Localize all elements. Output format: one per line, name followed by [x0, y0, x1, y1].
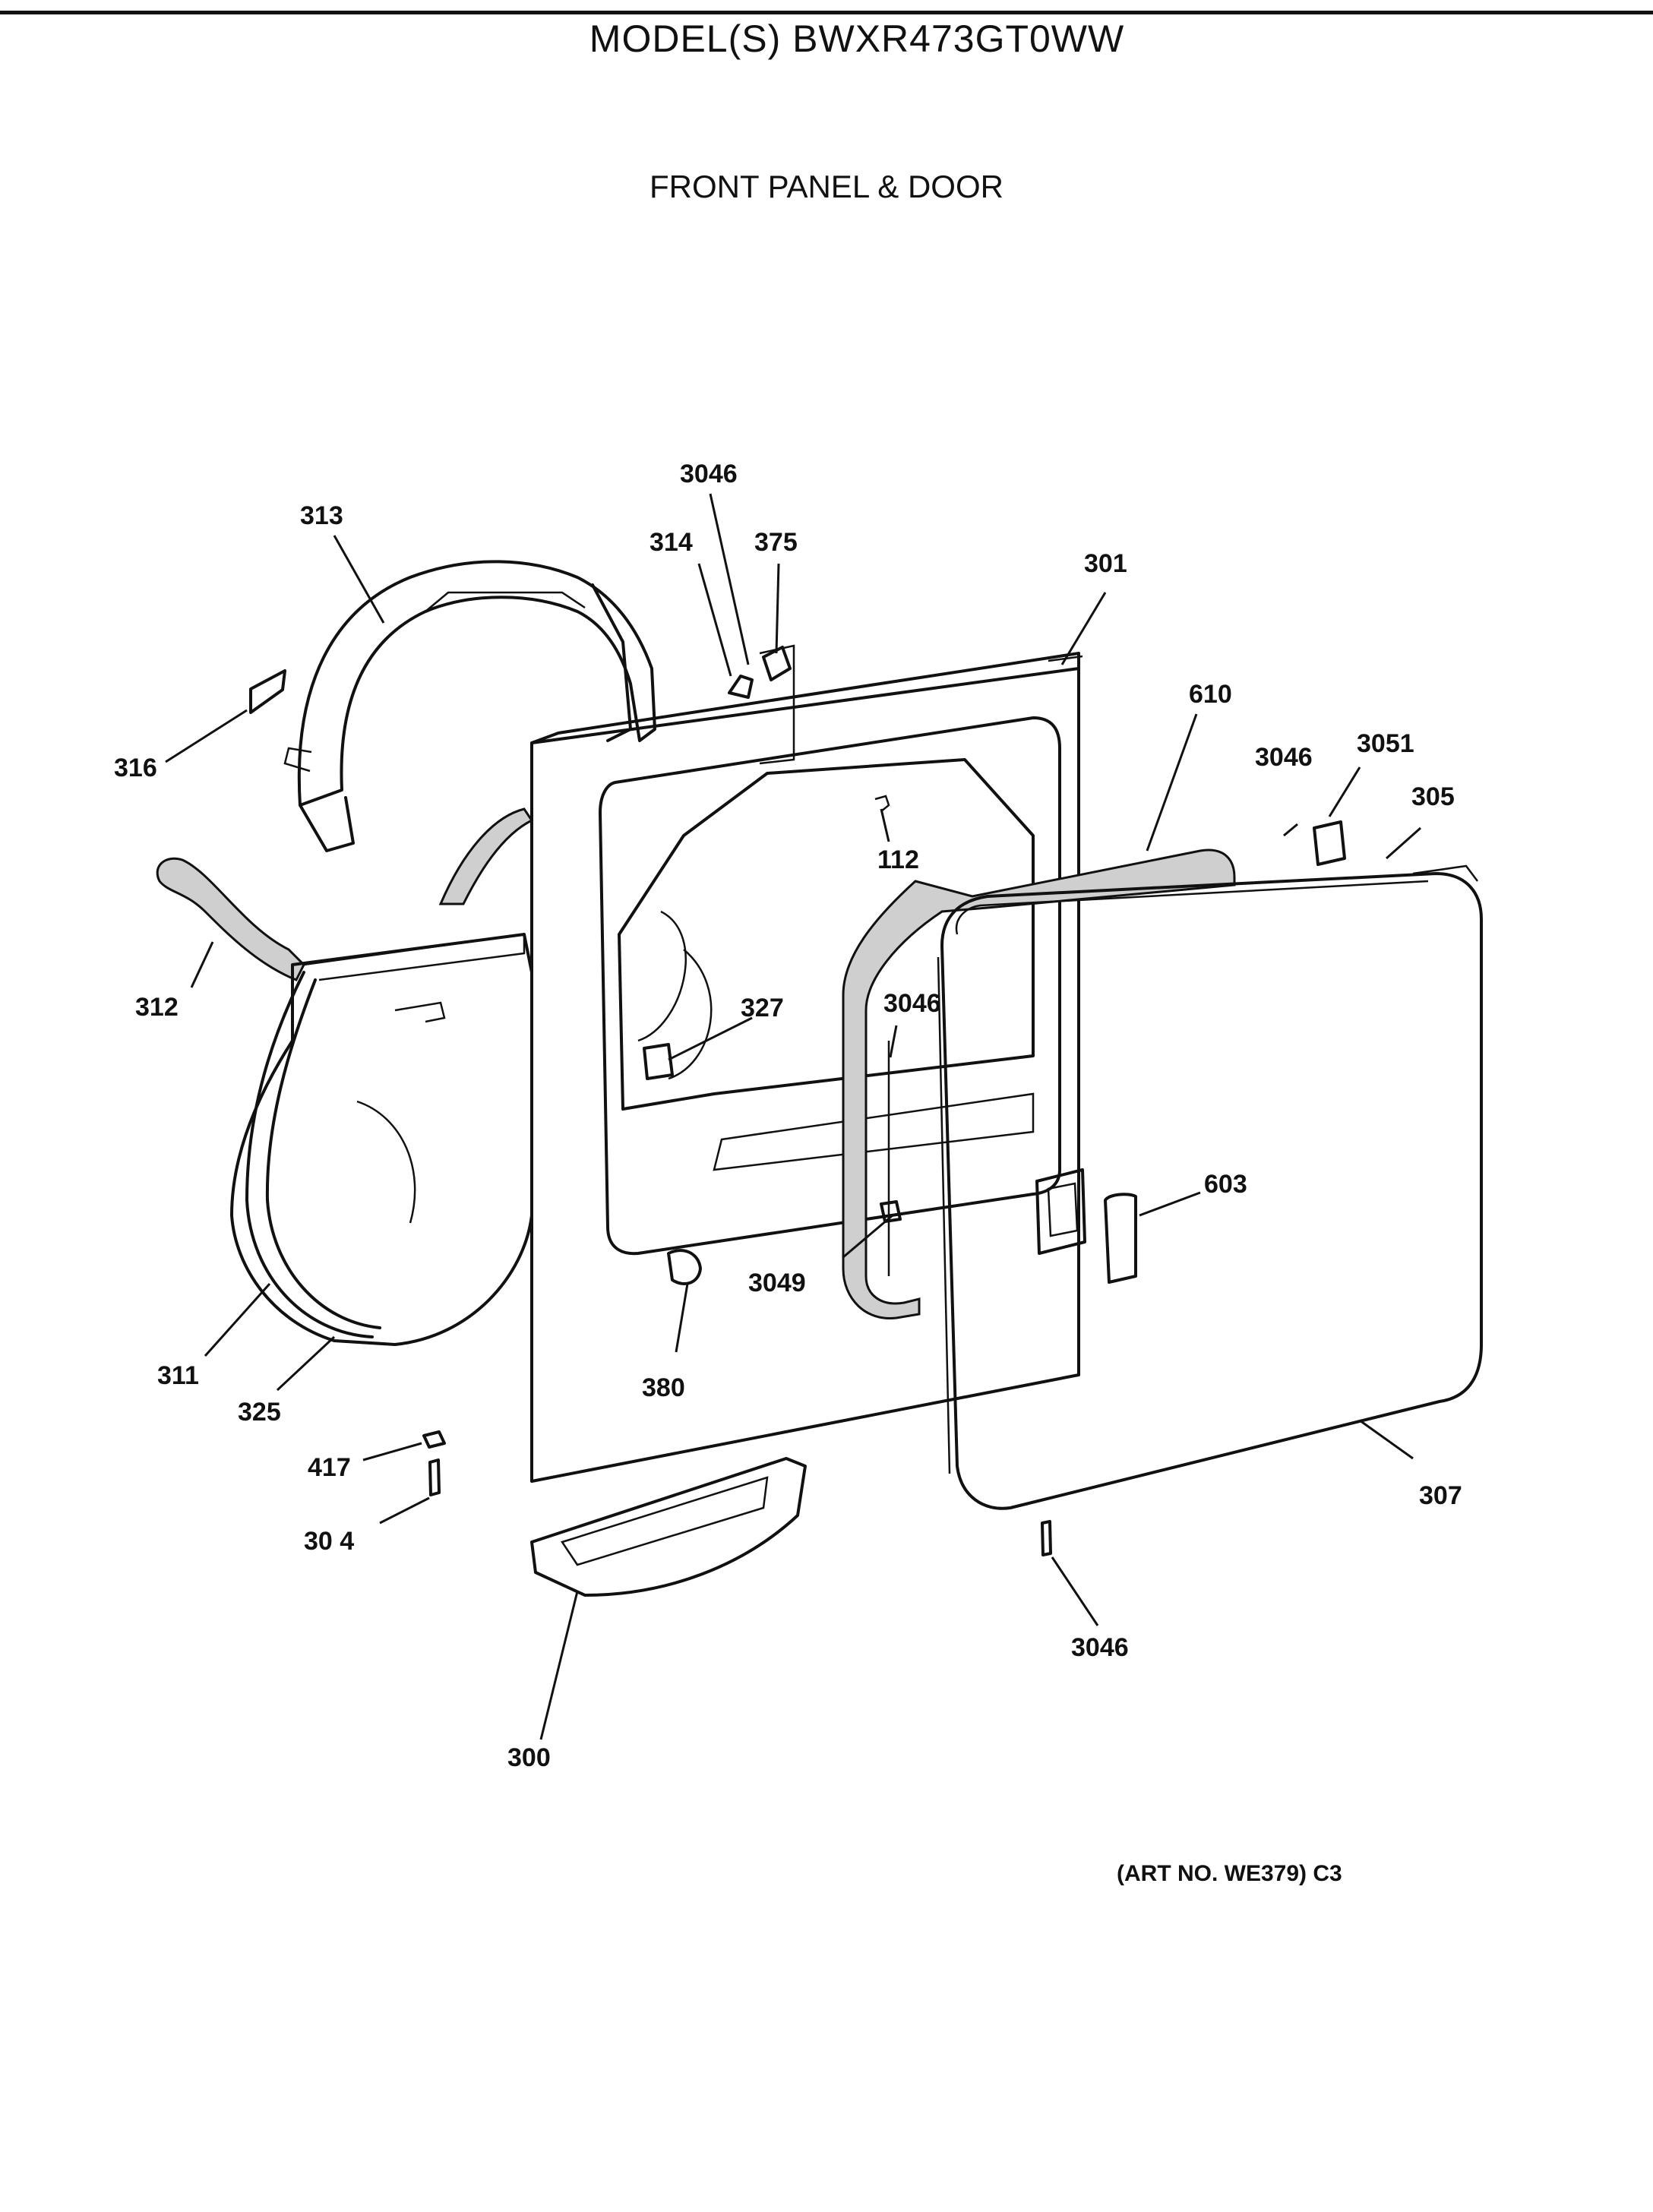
- callout-300: 300: [507, 1743, 551, 1772]
- upper-gasket-strip: [156, 857, 305, 981]
- drum-bearing-ring: [283, 560, 656, 852]
- callout-3046-bottom: 3046: [1071, 1633, 1129, 1662]
- callout-311: 311: [157, 1361, 199, 1390]
- screw-112: [874, 795, 890, 812]
- door-switch: [643, 1043, 674, 1080]
- callout-labels: 3046 313 314 375 301 610 3046 3051 305 3…: [114, 460, 1462, 1772]
- model-title: MODEL(S) BWXR473GT0WW: [589, 17, 1125, 60]
- outer-door: [937, 864, 1483, 1510]
- art-number: (ART NO. WE379) C3: [1117, 1861, 1342, 1886]
- door-inner-seal: [842, 848, 1236, 1320]
- callout-603: 603: [1204, 1170, 1247, 1199]
- callout-417: 417: [308, 1453, 351, 1482]
- callout-3049: 3049: [748, 1269, 806, 1297]
- nut-417: [422, 1430, 446, 1449]
- callout-312: 312: [135, 993, 179, 1022]
- callout-375: 375: [754, 528, 798, 557]
- screw-3046-bottom: [1041, 1520, 1052, 1556]
- callout-313: 313: [300, 501, 343, 530]
- drum-front-assembly: [230, 933, 533, 1346]
- callout-314: 314: [650, 528, 693, 557]
- leader-lines: [165, 493, 1421, 1740]
- callout-304: 30 4: [304, 1527, 354, 1556]
- lamp-socket: [667, 1249, 702, 1285]
- door-catch: [880, 1200, 902, 1223]
- screw-304: [428, 1458, 441, 1496]
- callout-3046-door: 3046: [883, 989, 941, 1018]
- lower-kickplate: [530, 1457, 807, 1597]
- top-rule: [0, 11, 1653, 14]
- front-panel: [530, 652, 1083, 1483]
- callout-305: 305: [1411, 782, 1455, 811]
- callout-112: 112: [877, 845, 919, 874]
- callout-301: 301: [1084, 549, 1127, 578]
- section-title: FRONT PANEL & DOOR: [650, 169, 1003, 204]
- callout-325: 325: [238, 1398, 281, 1427]
- callout-3046-right: 3046: [1255, 743, 1313, 772]
- callout-3046-top: 3046: [680, 460, 738, 488]
- callout-610: 610: [1189, 680, 1232, 709]
- felt-pad: [249, 669, 286, 714]
- callout-307: 307: [1419, 1481, 1462, 1510]
- callout-316: 316: [114, 754, 157, 782]
- lower-gasket-strip: [438, 807, 534, 905]
- hinge-block: [1313, 820, 1346, 866]
- callout-380: 380: [642, 1373, 685, 1402]
- callout-3051: 3051: [1357, 729, 1414, 758]
- callout-327: 327: [741, 994, 784, 1022]
